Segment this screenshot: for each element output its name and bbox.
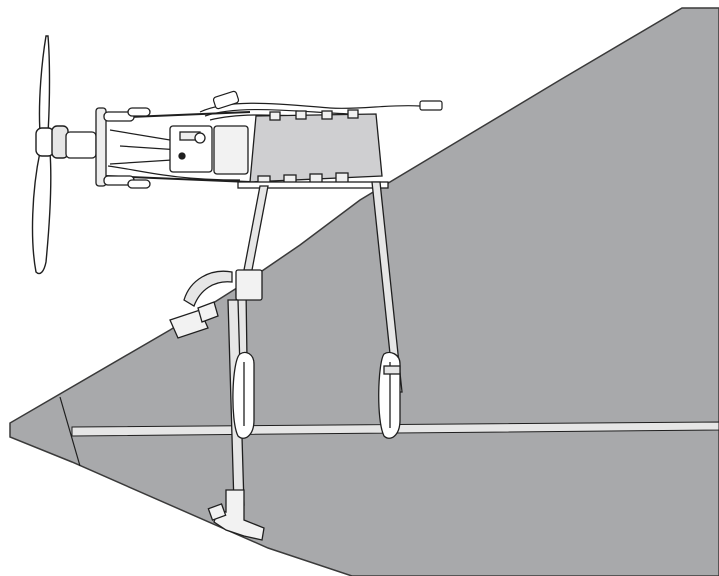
propeller-icon: [31, 35, 69, 275]
mount-bracket-icon: [169, 269, 265, 541]
wire-front: [107, 165, 241, 181]
esc-box: [213, 125, 249, 175]
rear-strut: [371, 181, 403, 393]
rear-hook-band: [383, 365, 401, 375]
pod-strap-top-3: [321, 110, 333, 120]
motor-icon: [65, 107, 251, 189]
wire-lead-connector: [212, 90, 240, 110]
wing-surface: [9, 7, 719, 576]
hook-clip-icon: [232, 351, 401, 439]
strut-elbow: [183, 270, 233, 307]
servo-screw: [178, 152, 186, 160]
wing-crease-line: [59, 396, 81, 467]
propeller-blade-top: [38, 35, 51, 134]
front-strut: [243, 185, 269, 271]
lower-clamp: [169, 309, 209, 339]
pod-strap-top-4: [347, 109, 359, 119]
pod-straps: [257, 109, 359, 187]
pushrod-2: [109, 159, 173, 165]
servo-icon: [169, 125, 249, 175]
pod-rail-bottom: [237, 181, 389, 189]
strut-junction-block: [235, 269, 263, 301]
base-tee-left: [207, 503, 227, 521]
wing-panel-icon: [9, 7, 719, 576]
battery-pod-icon: [237, 109, 389, 189]
standoff-bottom-2: [127, 179, 151, 189]
wire-connector: [419, 100, 443, 111]
pushrod-1: [109, 129, 171, 141]
pod-strap-top-2: [295, 110, 307, 120]
lower-clamp-tab: [197, 301, 219, 323]
battery-pod-body: [249, 113, 383, 183]
firewall: [95, 107, 107, 187]
servo-output: [194, 132, 206, 144]
motor-can: [65, 131, 97, 159]
standoff-top-2: [127, 107, 151, 117]
propeller-blade-bottom: [31, 151, 52, 275]
pod-strap-top-1: [269, 111, 281, 121]
